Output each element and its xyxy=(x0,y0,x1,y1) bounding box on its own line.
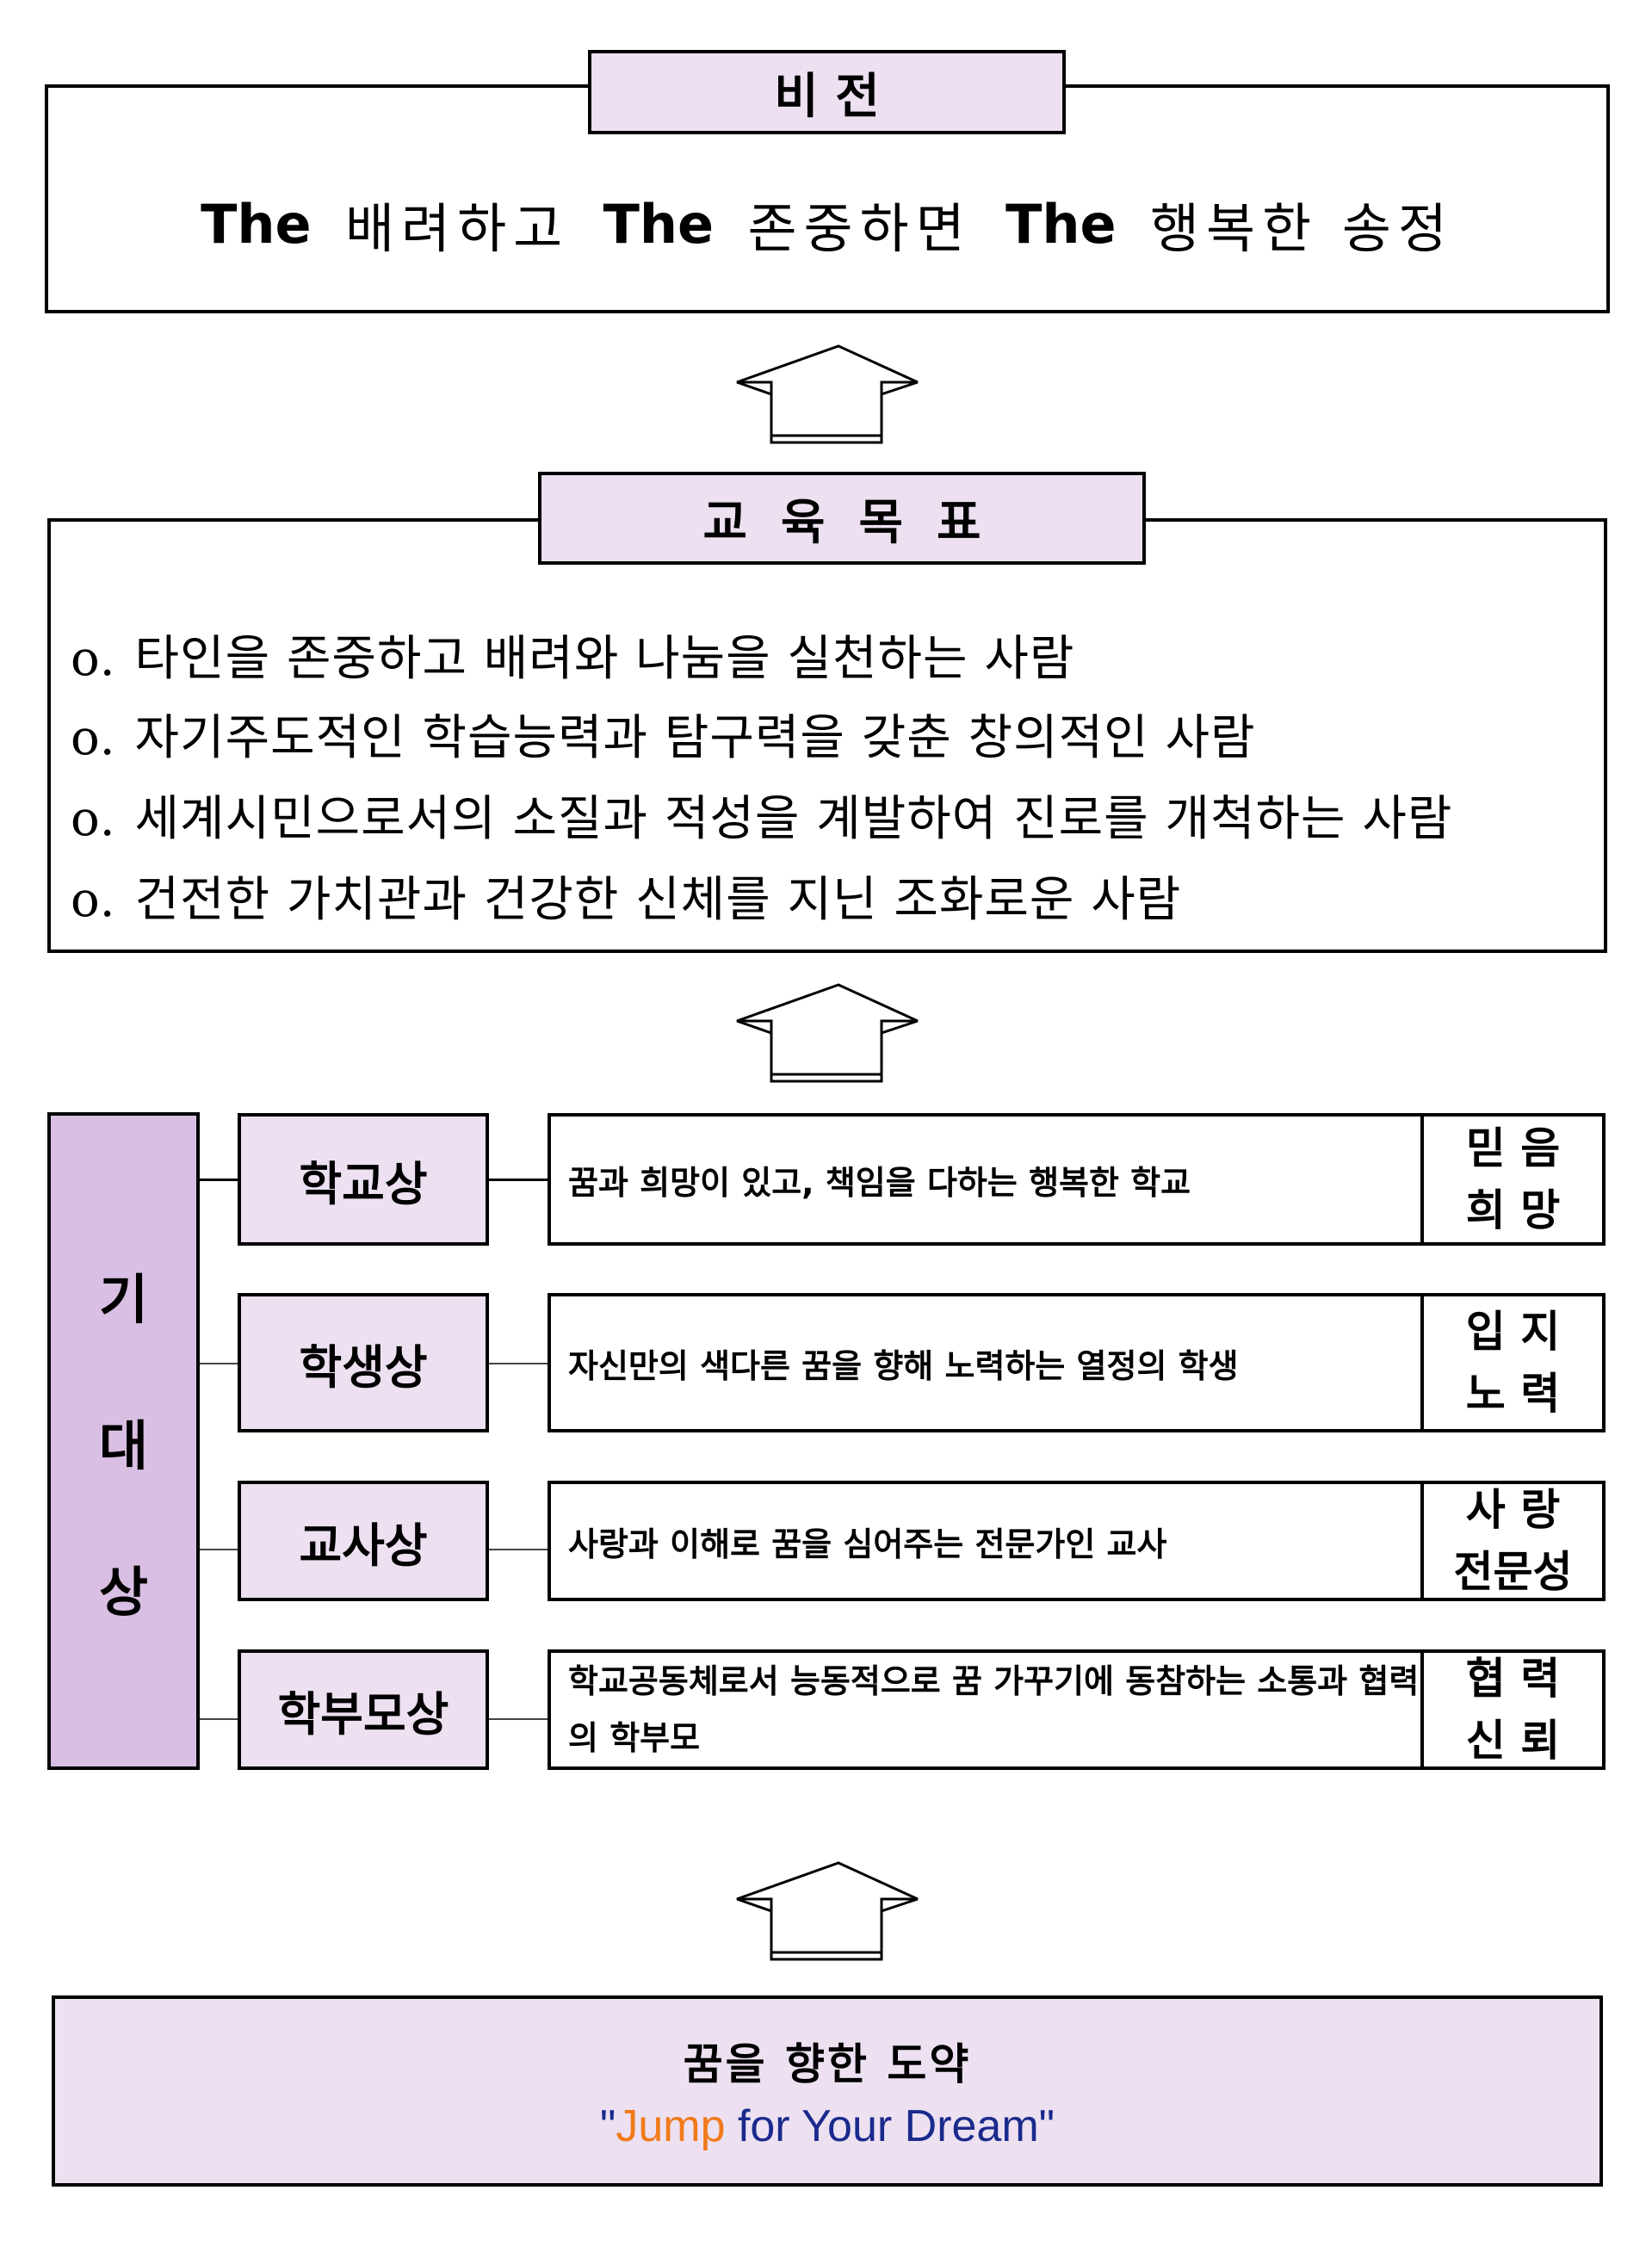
slogan-jump: Jump xyxy=(616,2101,726,2151)
goal-item: o. 세계시민으로서의 소질과 적성을 계발하여 진로를 개척하는 사람 xyxy=(71,780,1452,850)
row-value: 신 뢰 xyxy=(1465,1716,1561,1766)
row-desc-text: 사랑과 이해로 꿈을 심어주는 전문가인 교사 xyxy=(568,1525,1167,1563)
expected-title-char: 기 xyxy=(98,1268,149,1331)
up-arrow-icon xyxy=(733,981,923,1085)
slogan-box: 꿈을 향한 도약 "Jump for Your Dream" xyxy=(52,1995,1603,2187)
goals-box xyxy=(47,518,1607,953)
row-values: 협 력 신 뢰 xyxy=(1420,1649,1606,1770)
row-value: 희 망 xyxy=(1465,1185,1561,1235)
goal-bullet: o. xyxy=(71,631,116,687)
connector-line xyxy=(200,1363,239,1364)
row-label: 학부모상 xyxy=(238,1649,489,1770)
vision-part-2: 존중하면 xyxy=(747,197,972,260)
row-values: 사 랑 전문성 xyxy=(1420,1481,1606,1601)
goal-bullet: o. xyxy=(71,872,116,928)
goals-title: 교 육 목 표 xyxy=(538,472,1146,565)
slogan-quote-open: " xyxy=(599,2101,616,2151)
row-value: 노 력 xyxy=(1465,1369,1561,1419)
row-value: 입 지 xyxy=(1465,1307,1561,1357)
vision-part-3: 행복한 송정 xyxy=(1149,197,1454,260)
goals-title-text: 교 육 목 표 xyxy=(702,494,981,551)
row-desc: 꿈과 희망이 있고, 책임을 다하는 행복한 학교 xyxy=(548,1113,1424,1246)
row-values: 믿 음 희 망 xyxy=(1420,1113,1606,1246)
expected-title-char: 대 xyxy=(98,1414,149,1477)
row-label: 교사상 xyxy=(238,1481,489,1601)
connector-line xyxy=(200,1549,239,1550)
slogan-quote-close: " xyxy=(1038,2101,1055,2151)
vision-statement: The 배려하고 The 존중하면 The 행복한 송정 xyxy=(45,172,1610,275)
connector-line xyxy=(200,1179,239,1181)
vision-part-the-1: The xyxy=(201,192,312,256)
goal-text: 건전한 가치관과 건강한 신체를 지닌 조화로운 사람 xyxy=(134,872,1182,928)
row-label-text: 학교상 xyxy=(299,1156,428,1211)
row-label-text: 학생상 xyxy=(299,1339,428,1395)
row-label-text: 교사상 xyxy=(299,1518,428,1573)
goal-item: o. 자기주도적인 학습능력과 탐구력을 갖춘 창의적인 사람 xyxy=(71,699,1256,769)
connector-line xyxy=(200,1718,239,1720)
goal-text: 세계시민으로서의 소질과 적성을 계발하여 진로를 개척하는 사람 xyxy=(134,791,1453,847)
goal-text: 자기주도적인 학습능력과 탐구력을 갖춘 창의적인 사람 xyxy=(134,710,1256,766)
goal-item: o. 타인을 존중하고 배려와 나눔을 실천하는 사람 xyxy=(71,620,1074,690)
slogan-rest: for Your Dream xyxy=(737,2101,1039,2151)
vision-title: 비 전 xyxy=(588,50,1066,134)
goal-text: 타인을 존중하고 배려와 나눔을 실천하는 사람 xyxy=(134,631,1075,687)
row-desc: 사랑과 이해로 꿈을 심어주는 전문가인 교사 xyxy=(548,1481,1424,1601)
slogan-line1: 꿈을 향한 도약 xyxy=(683,2039,972,2089)
expected-title-char: 상 xyxy=(98,1561,149,1624)
goal-item: o. 건전한 가치관과 건강한 신체를 지닌 조화로운 사람 xyxy=(71,861,1181,931)
slogan-line2: "Jump for Your Dream" xyxy=(600,2100,1055,2152)
vision-part-the-2: The xyxy=(603,192,715,256)
vision-title-text: 비 전 xyxy=(774,68,880,125)
row-desc-text: 학교공동체로서 능동적으로 꿈 가꾸기에 동참하는 소통과 협력의 학부모 xyxy=(568,1662,1420,1757)
connector-line xyxy=(489,1363,549,1364)
row-desc-text: 자신만의 색다른 꿈을 향해 노력하는 열정의 학생 xyxy=(568,1346,1239,1385)
goal-bullet: o. xyxy=(71,791,116,847)
row-value: 믿 음 xyxy=(1465,1123,1561,1173)
row-label-text: 학부모상 xyxy=(277,1686,449,1742)
vision-part-1: 배려하고 xyxy=(344,197,570,260)
connector-line xyxy=(489,1549,549,1550)
row-values: 입 지 노 력 xyxy=(1420,1293,1606,1432)
row-value: 협 력 xyxy=(1465,1654,1561,1704)
expected-title-box: 기 대 상 xyxy=(47,1112,200,1770)
row-label: 학교상 xyxy=(238,1113,489,1246)
vision-part-the-3: The xyxy=(1005,192,1117,256)
row-value: 전문성 xyxy=(1453,1547,1573,1597)
row-value: 사 랑 xyxy=(1465,1485,1561,1535)
goal-bullet: o. xyxy=(71,710,116,766)
connector-line xyxy=(489,1179,549,1181)
up-arrow-icon xyxy=(733,1859,923,1963)
connector-line xyxy=(489,1718,549,1720)
row-desc: 학교공동체로서 능동적으로 꿈 가꾸기에 동참하는 소통과 협력의 학부모 xyxy=(548,1649,1424,1770)
row-label: 학생상 xyxy=(238,1293,489,1432)
up-arrow-icon xyxy=(733,343,923,446)
row-desc-text: 꿈과 희망이 있고, 책임을 다하는 행복한 학교 xyxy=(568,1163,1191,1202)
row-desc: 자신만의 색다른 꿈을 향해 노력하는 열정의 학생 xyxy=(548,1293,1424,1432)
